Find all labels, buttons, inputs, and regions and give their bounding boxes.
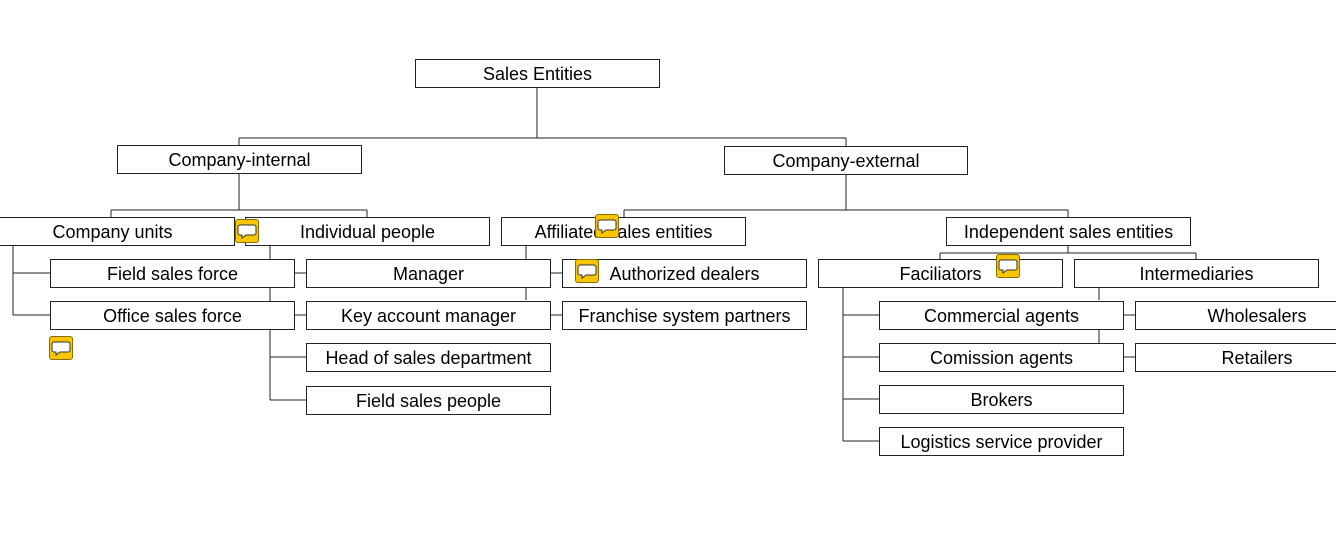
node-independent-sales-entities: Independent sales entities [946, 217, 1191, 246]
node-individual-people: Individual people [245, 217, 490, 246]
node-commercial-agents: Commercial agents [879, 301, 1124, 330]
node-field-sales-people: Field sales people [306, 386, 551, 415]
node-franchise-system-partners: Franchise system partners [562, 301, 807, 330]
node-authorized-dealers: Authorized dealers [562, 259, 807, 288]
node-wholesalers: Wholesalers [1135, 301, 1336, 330]
node-manager: Manager [306, 259, 551, 288]
node-field-sales-force: Field sales force [50, 259, 295, 288]
node-company-external: Company-external [724, 146, 968, 175]
node-brokers: Brokers [879, 385, 1124, 414]
node-head-of-sales-department: Head of sales department [306, 343, 551, 372]
node-faciliators: Faciliators [818, 259, 1063, 288]
speech-bubble-icon[interactable] [235, 219, 259, 243]
node-logistics-service-provider: Logistics service provider [879, 427, 1124, 456]
node-sales-entities: Sales Entities [415, 59, 660, 88]
node-key-account-manager: Key account manager [306, 301, 551, 330]
speech-bubble-icon[interactable] [575, 259, 599, 283]
speech-bubble-icon[interactable] [49, 336, 73, 360]
node-affiliated-sales-entities: Affiliated sales entities [501, 217, 746, 246]
node-company-internal: Company-internal [117, 145, 362, 174]
node-office-sales-force: Office sales force [50, 301, 295, 330]
speech-bubble-icon[interactable] [996, 254, 1020, 278]
node-intermediaries: Intermediaries [1074, 259, 1319, 288]
speech-bubble-icon[interactable] [595, 214, 619, 238]
node-retailers: Retailers [1135, 343, 1336, 372]
node-comission-agents: Comission agents [879, 343, 1124, 372]
node-company-units: Company units [0, 217, 235, 246]
